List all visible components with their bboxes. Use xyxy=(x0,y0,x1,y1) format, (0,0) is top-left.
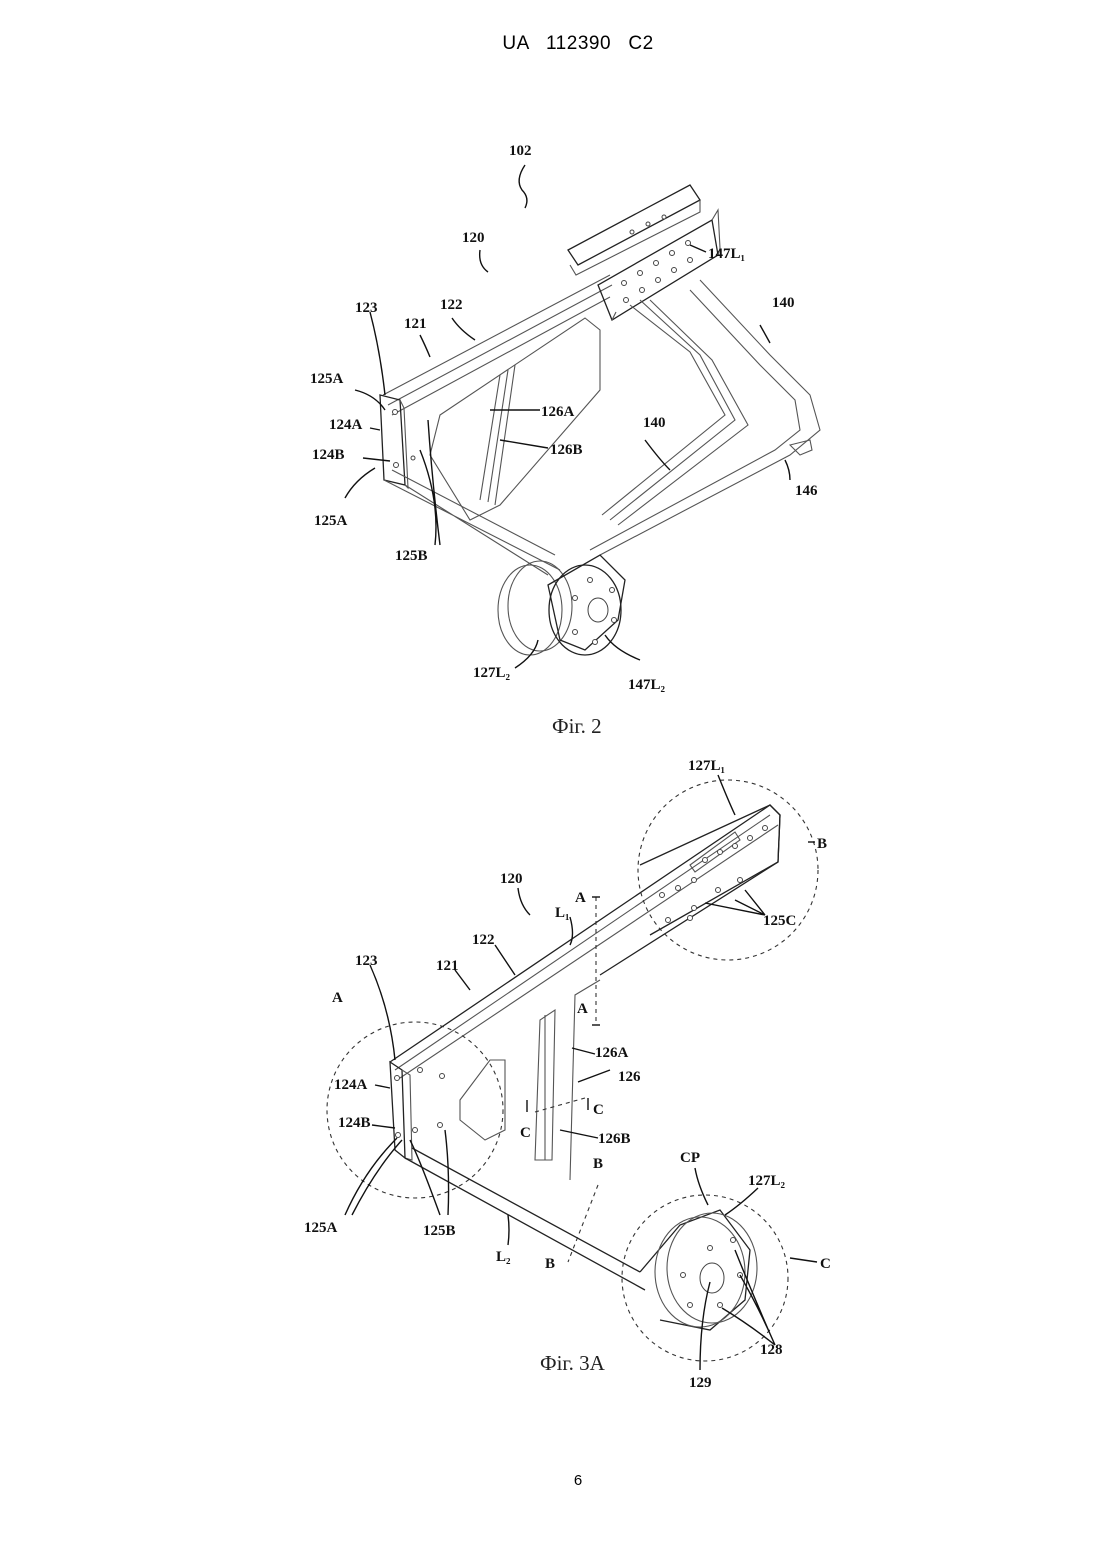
fig3a-label-c-left: C xyxy=(520,1125,531,1141)
page-number: 6 xyxy=(0,1472,1101,1489)
figure-2: 102 120 122 121 123 125A 124A 124B 125A … xyxy=(310,143,820,738)
fig2-label-140-mid: 140 xyxy=(643,415,666,431)
fig2-label-120: 120 xyxy=(462,230,485,246)
fig2-caption: Фіг. 2 xyxy=(552,714,602,738)
fig3a-label-c-circle: C xyxy=(820,1256,831,1272)
fig2-label-140-right: 140 xyxy=(772,295,795,311)
fig3a-label-124b: 124B xyxy=(338,1115,371,1131)
fig3a-label-129: 129 xyxy=(689,1375,712,1391)
fig3a-label-c-right: C xyxy=(593,1102,604,1118)
fig3a-label-128: 128 xyxy=(760,1342,783,1358)
fig2-label-125a-top: 125A xyxy=(310,371,344,387)
fig2-label-147l2: 147L₂ xyxy=(628,677,666,693)
fig2-label-124b: 124B xyxy=(312,447,345,463)
fig3a-label-cp: CP xyxy=(680,1150,700,1166)
fig3a-label-122: 122 xyxy=(472,932,495,948)
fig3a-label-l2: L₂ xyxy=(496,1249,511,1265)
fig2-label-125b: 125B xyxy=(395,548,428,564)
fig2-label-102: 102 xyxy=(509,143,532,159)
fig3a-label-a-circle: A xyxy=(332,990,343,1006)
fig3a-label-127l1: 127L₁ xyxy=(688,758,725,774)
fig3a-label-124a: 124A xyxy=(334,1077,368,1093)
figure-3a: 127L₁ B 120 A L₁ 122 121 123 A A 125C 12… xyxy=(304,758,831,1391)
fig3a-label-b-lower: B xyxy=(545,1256,555,1272)
fig3a-label-a-lower: A xyxy=(577,1001,588,1017)
fig3a-label-l1: L₁ xyxy=(555,905,570,921)
fig2-label-127l2: 127L₂ xyxy=(473,665,511,681)
fig2-label-146: 146 xyxy=(795,483,818,499)
fig2-label-123: 123 xyxy=(355,300,378,316)
fig3a-label-125b: 125B xyxy=(423,1223,456,1239)
fig3a-label-b-upper: B xyxy=(593,1156,603,1172)
fig2-label-126a: 126A xyxy=(541,404,575,420)
fig2-label-124a: 124A xyxy=(329,417,363,433)
fig2-label-121: 121 xyxy=(404,316,427,332)
fig3a-label-121: 121 xyxy=(436,958,459,974)
fig3a-label-126b: 126B xyxy=(598,1131,631,1147)
fig3a-label-125c: 125C xyxy=(763,913,796,929)
fig3a-label-127l2: 127L₂ xyxy=(748,1173,786,1189)
fig3a-label-126: 126 xyxy=(618,1069,641,1085)
fig2-label-122: 122 xyxy=(440,297,463,313)
fig3a-label-120: 120 xyxy=(500,871,523,887)
fig3a-caption: Фіг. 3А xyxy=(540,1351,606,1375)
fig3a-label-125a: 125A xyxy=(304,1220,338,1236)
fig3a-label-123: 123 xyxy=(355,953,378,969)
fig3a-label-126a: 126A xyxy=(595,1045,629,1061)
fig3a-label-b-circle: B xyxy=(817,836,827,852)
fig3a-label-a-top: A xyxy=(575,890,586,906)
fig2-label-126b: 126B xyxy=(550,442,583,458)
fig2-label-147l1: 147L₁ xyxy=(708,246,745,262)
fig2-label-125a-bottom: 125A xyxy=(314,513,348,529)
